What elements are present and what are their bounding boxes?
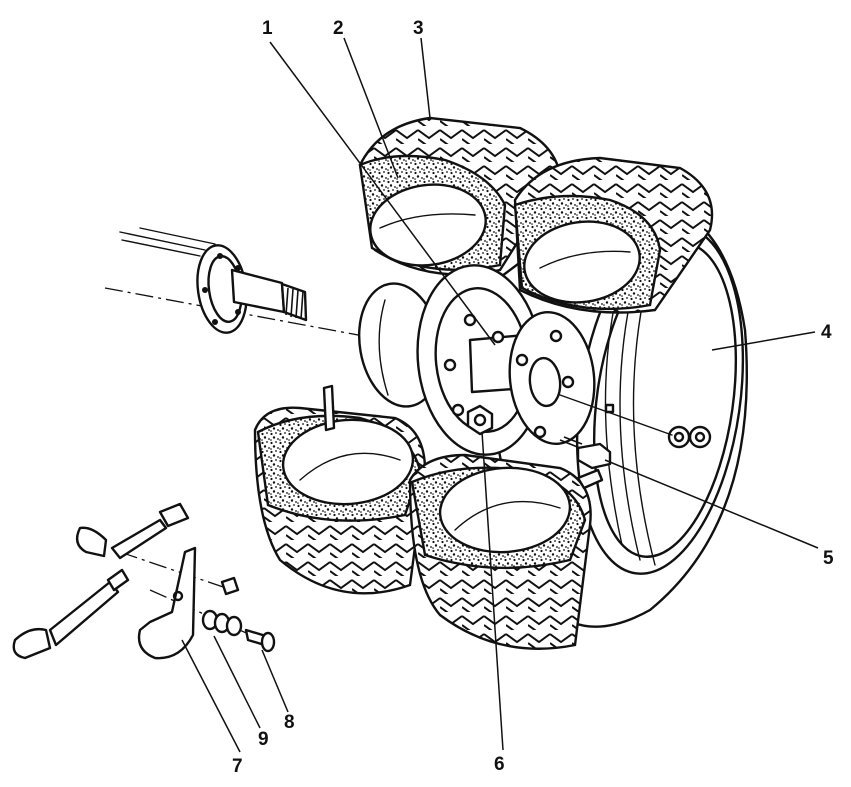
callout-5: 5	[823, 548, 834, 569]
stud-bolt	[559, 436, 612, 470]
tyre-segment-top-left	[358, 116, 562, 276]
callout-6: 6	[494, 754, 505, 775]
callout-3: 3	[413, 18, 424, 39]
tyre-segment-bottom-left	[253, 384, 427, 595]
callout-9: 9	[258, 729, 269, 750]
callout-2: 2	[333, 18, 344, 39]
bolt	[244, 628, 276, 653]
wheel-nut-pair	[667, 425, 712, 449]
linkage-assembly	[12, 502, 276, 660]
callout-7: 7	[232, 756, 243, 777]
tyre-segment-top-right	[513, 156, 714, 314]
leader-lines	[181, 37, 819, 753]
callout-labels: 1 2 3 4 5 6 7 8 9	[232, 18, 834, 777]
callout-1: 1	[262, 18, 273, 39]
hub	[416, 264, 673, 470]
axle-spindle	[104, 227, 386, 341]
callout-4: 4	[821, 322, 832, 343]
wheel-nut	[466, 404, 494, 436]
washer-stack	[201, 609, 243, 637]
callout-8: 8	[284, 712, 295, 733]
tyre-segment-bottom-right	[408, 453, 604, 650]
